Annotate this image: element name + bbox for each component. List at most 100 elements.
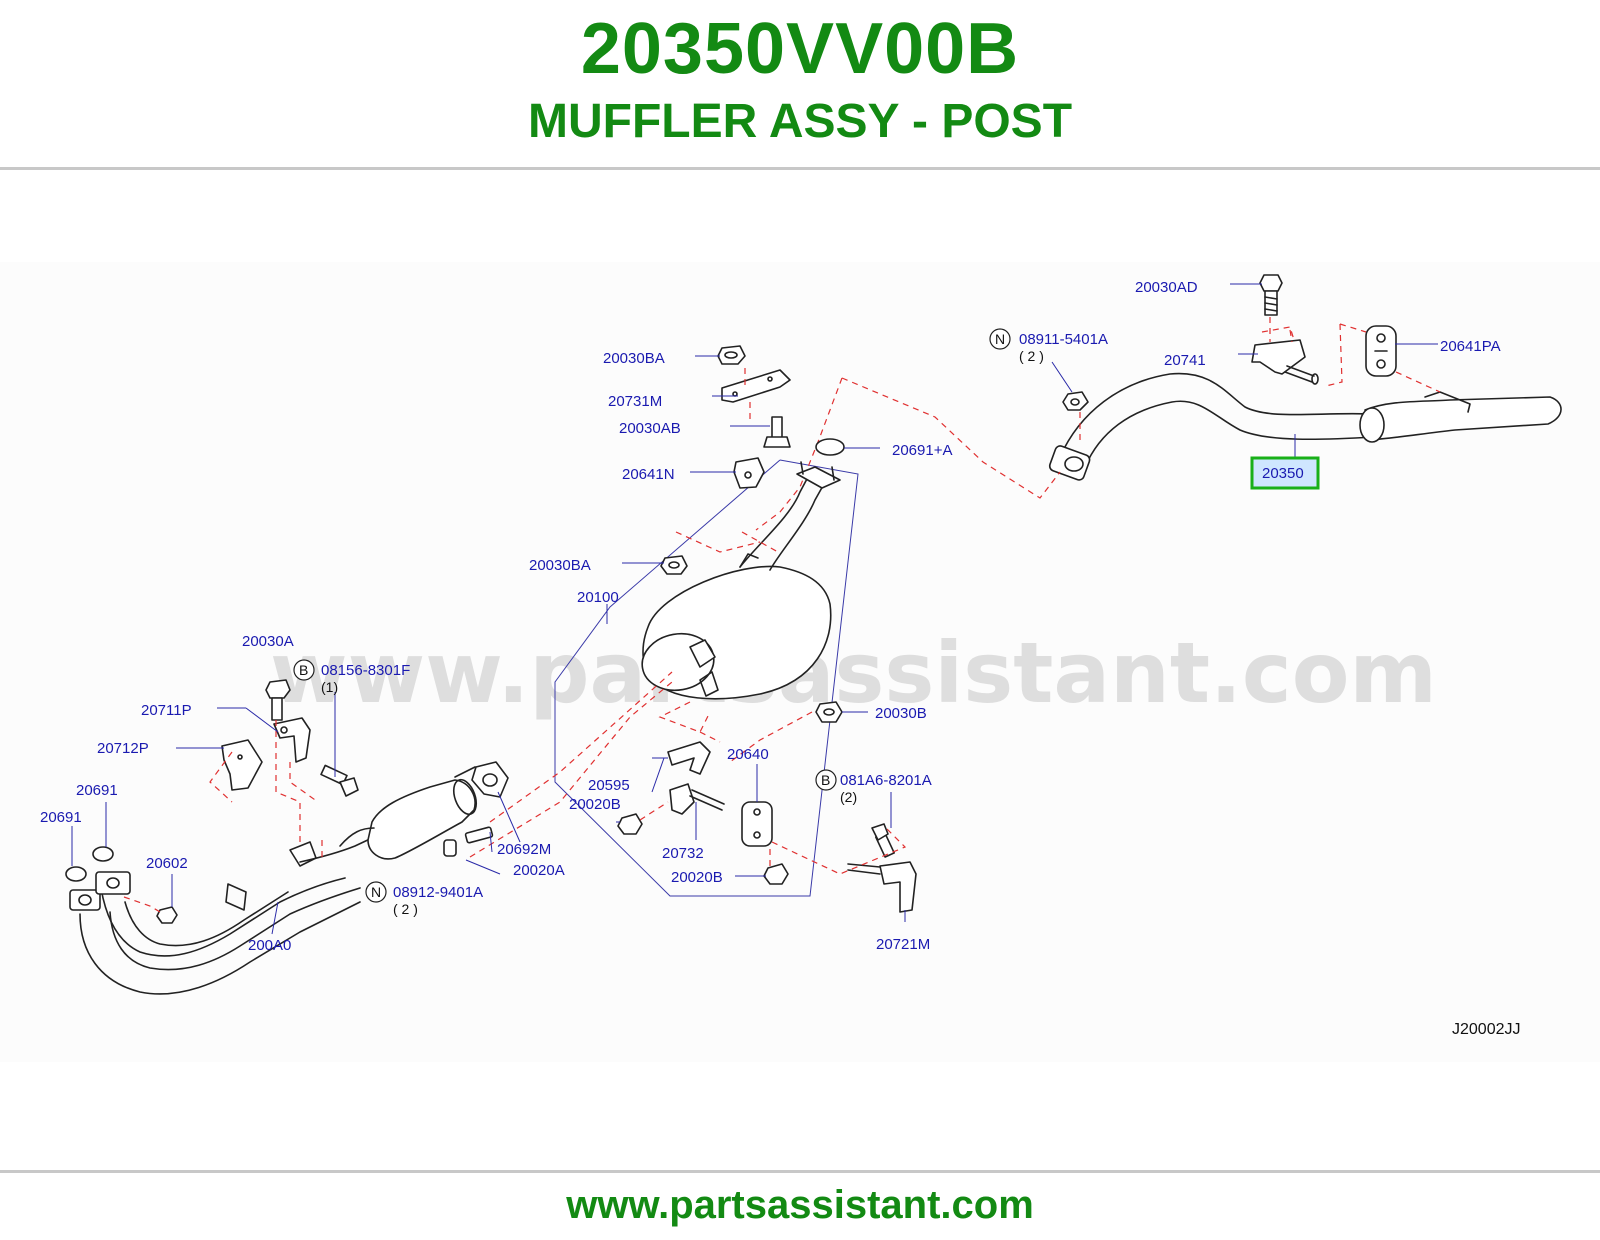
guide-line xyxy=(741,531,779,553)
watermark-text: www.partsassistant.com xyxy=(270,624,1437,722)
footer-website-link[interactable]: www.partsassistant.com xyxy=(566,1183,1034,1227)
label-20020B-a[interactable]: 20020B xyxy=(569,796,621,813)
label-20640[interactable]: 20640 xyxy=(727,746,769,763)
front-tube-drawing xyxy=(69,837,373,995)
muffler-group-frame xyxy=(554,459,859,897)
nut-20602-drawing xyxy=(156,906,178,924)
nut-20020B-a-drawing xyxy=(617,813,643,835)
label-qty-1: (1) xyxy=(321,679,338,695)
part-number-title: 20350VV00B xyxy=(580,9,1020,89)
marker-B-left: B xyxy=(293,659,315,681)
label-08156-8301F[interactable]: 08156-8301F xyxy=(321,662,410,679)
svg-text:B: B xyxy=(821,772,830,788)
stud-20020A-drawing xyxy=(464,826,494,844)
label-qty-2-b: ( 2 ) xyxy=(393,901,418,917)
label-08912-9401A[interactable]: 08912-9401A xyxy=(393,884,483,901)
hanger-20641PA-drawing xyxy=(1365,325,1397,377)
guide-line xyxy=(1289,329,1293,343)
gasket-20691A-drawing xyxy=(815,438,845,456)
exhaust-parts-diagram: www.partsassistant.com xyxy=(0,262,1600,1062)
label-20030AB[interactable]: 20030AB xyxy=(619,420,681,437)
label-20731M[interactable]: 20731M xyxy=(608,393,662,410)
guide-line xyxy=(209,751,233,803)
guide-line xyxy=(1325,323,1343,387)
bolt-20030A-drawing xyxy=(265,679,291,721)
bracket-20741-drawing xyxy=(1251,339,1319,385)
bracket-20731M-drawing xyxy=(721,369,791,403)
guide-line xyxy=(771,826,907,875)
label-20641N[interactable]: 20641N xyxy=(622,466,675,483)
label-20350[interactable]: 20350 xyxy=(1262,465,1304,482)
marker-N-left: N xyxy=(365,881,387,903)
nut-20030BA-top-drawing xyxy=(717,345,746,365)
label-20712P[interactable]: 20712P xyxy=(97,740,149,757)
label-20030A[interactable]: 20030A xyxy=(242,633,294,650)
label-20020B-b[interactable]: 20020B xyxy=(671,869,723,886)
gasket-20691-upper-drawing xyxy=(92,846,114,862)
svg-text:N: N xyxy=(371,884,381,900)
gasket-20691-lower-drawing xyxy=(65,866,87,882)
bracket-20595-drawing xyxy=(667,741,711,775)
label-20691-upper[interactable]: 20691 xyxy=(76,782,118,799)
guide-line xyxy=(841,377,1061,499)
footer-divider xyxy=(0,1170,1600,1173)
catalytic-converter-drawing xyxy=(339,766,486,860)
guide-line xyxy=(1395,371,1441,393)
post-muffler-drawing xyxy=(1048,372,1562,481)
svg-text:N: N xyxy=(995,331,1005,347)
guide-line xyxy=(755,377,843,531)
label-20100[interactable]: 20100 xyxy=(577,589,619,606)
bolt-08156-drawing xyxy=(320,764,359,797)
nut-20030B-drawing xyxy=(815,701,843,723)
diagram-reference-code: J20002JJ xyxy=(1452,1021,1521,1038)
label-20602[interactable]: 20602 xyxy=(146,855,188,872)
label-20721M[interactable]: 20721M xyxy=(876,936,930,953)
bolt-20030AB-drawing xyxy=(763,416,791,448)
marker-B-right: B xyxy=(815,769,837,791)
label-200A0[interactable]: 200A0 xyxy=(248,937,291,954)
part-name-subtitle: MUFFLER ASSY - POST xyxy=(527,95,1073,148)
label-qty-2: ( 2 ) xyxy=(1019,348,1044,364)
header-divider xyxy=(0,167,1600,170)
label-20030BA-mid[interactable]: 20030BA xyxy=(529,557,591,574)
label-20692M[interactable]: 20692M xyxy=(497,841,551,858)
bracket-20732-drawing xyxy=(669,783,725,815)
bolt-20030AD-drawing xyxy=(1259,274,1283,316)
guide-line xyxy=(469,681,673,858)
guide-line xyxy=(275,720,301,842)
guide-line xyxy=(658,701,711,733)
label-20691A[interactable]: 20691+A xyxy=(892,442,952,459)
label-08911-5401A[interactable]: 08911-5401A xyxy=(1019,331,1108,348)
nut-08911-drawing xyxy=(1062,391,1089,411)
page-header: 20350VV00B MUFFLER ASSY - POST xyxy=(0,0,1600,170)
label-20030B[interactable]: 20030B xyxy=(875,705,927,722)
main-muffler-drawing xyxy=(641,461,841,700)
nut-08912-drawing xyxy=(443,839,457,857)
guide-line xyxy=(729,711,813,763)
guide-line xyxy=(1261,326,1295,341)
guide-line xyxy=(675,531,761,553)
guide-line xyxy=(123,896,161,913)
label-qty-2-c: (2) xyxy=(840,789,857,805)
leader-lines xyxy=(71,283,1438,935)
nut-20030BA-mid-drawing xyxy=(660,555,688,575)
bolt-081A6-drawing xyxy=(871,823,895,858)
marker-N-top: N xyxy=(989,328,1011,350)
label-20732[interactable]: 20732 xyxy=(662,845,704,862)
label-20595[interactable]: 20595 xyxy=(588,777,630,794)
label-20741[interactable]: 20741 xyxy=(1164,352,1206,369)
label-20030AD[interactable]: 20030AD xyxy=(1135,279,1198,296)
label-20641PA[interactable]: 20641PA xyxy=(1440,338,1501,355)
svg-text:B: B xyxy=(299,662,308,678)
bracket-20711P-drawing xyxy=(273,717,311,763)
highlighted-part-box[interactable] xyxy=(1250,456,1320,490)
label-081A6-8201A[interactable]: 081A6-8201A xyxy=(840,772,932,789)
guide-line xyxy=(639,801,669,821)
guide-line xyxy=(699,731,721,743)
guide-line xyxy=(1339,323,1367,333)
bracket-20721M-drawing xyxy=(847,861,917,913)
label-20691-lower[interactable]: 20691 xyxy=(40,809,82,826)
label-20030BA-top[interactable]: 20030BA xyxy=(603,350,665,367)
label-20711P[interactable]: 20711P xyxy=(141,702,192,719)
label-20020A[interactable]: 20020A xyxy=(513,862,565,879)
